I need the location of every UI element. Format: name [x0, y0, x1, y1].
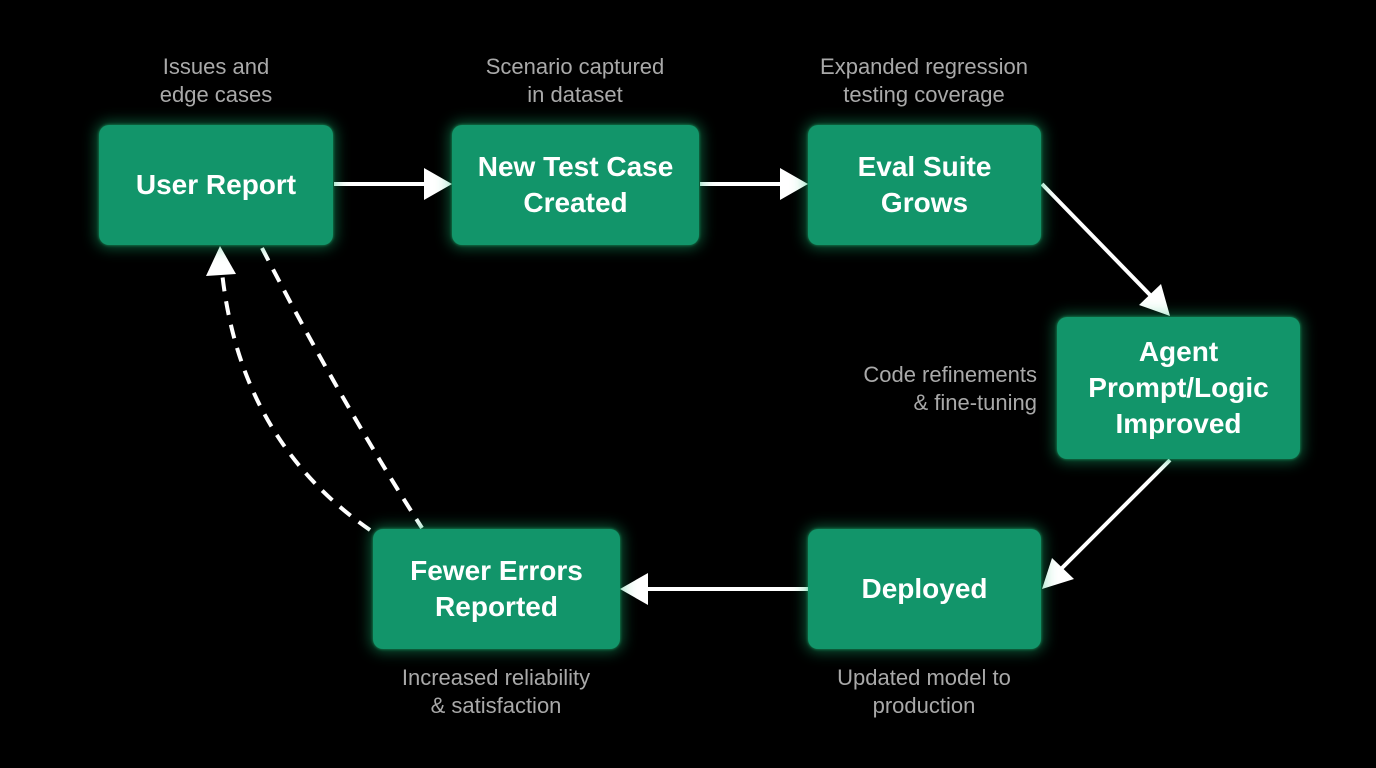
caption-increased-reliability: Increased reliability & satisfaction — [401, 665, 591, 718]
arrow-eval-suite-to-agent — [1040, 182, 1170, 316]
node-eval-suite-grows: Eval Suite Grows — [808, 125, 1041, 245]
arrow-user-report-to-new-test-case — [334, 168, 452, 200]
node-user-report: User Report — [99, 125, 333, 245]
node-new-test-case-created: New Test Case Created — [452, 125, 699, 245]
caption-scenario-captured: Scenario captured in dataset — [485, 54, 665, 107]
arrow-new-test-case-to-eval-suite — [700, 168, 808, 200]
node-agent-prompt-logic-improved: Agent Prompt/Logic Improved — [1057, 317, 1300, 459]
node-fewer-errors-reported: Fewer Errors Reported — [373, 529, 620, 649]
arrow-agent-to-deployed — [1042, 458, 1172, 589]
dashed-arrow-fewer-errors-to-user-report — [206, 246, 372, 532]
node-deployed: Deployed — [808, 529, 1041, 649]
caption-issues-and-edge-cases: Issues and edge cases — [159, 54, 273, 107]
arrow-deployed-to-fewer-errors — [620, 573, 808, 605]
dashed-line-user-report-to-fewer-errors — [260, 247, 424, 530]
caption-updated-model: Updated model to production — [837, 665, 1011, 718]
caption-expanded-regression: Expanded regression testing coverage — [820, 54, 1028, 107]
caption-code-refinements: Code refinements & fine-tuning — [863, 362, 1037, 415]
